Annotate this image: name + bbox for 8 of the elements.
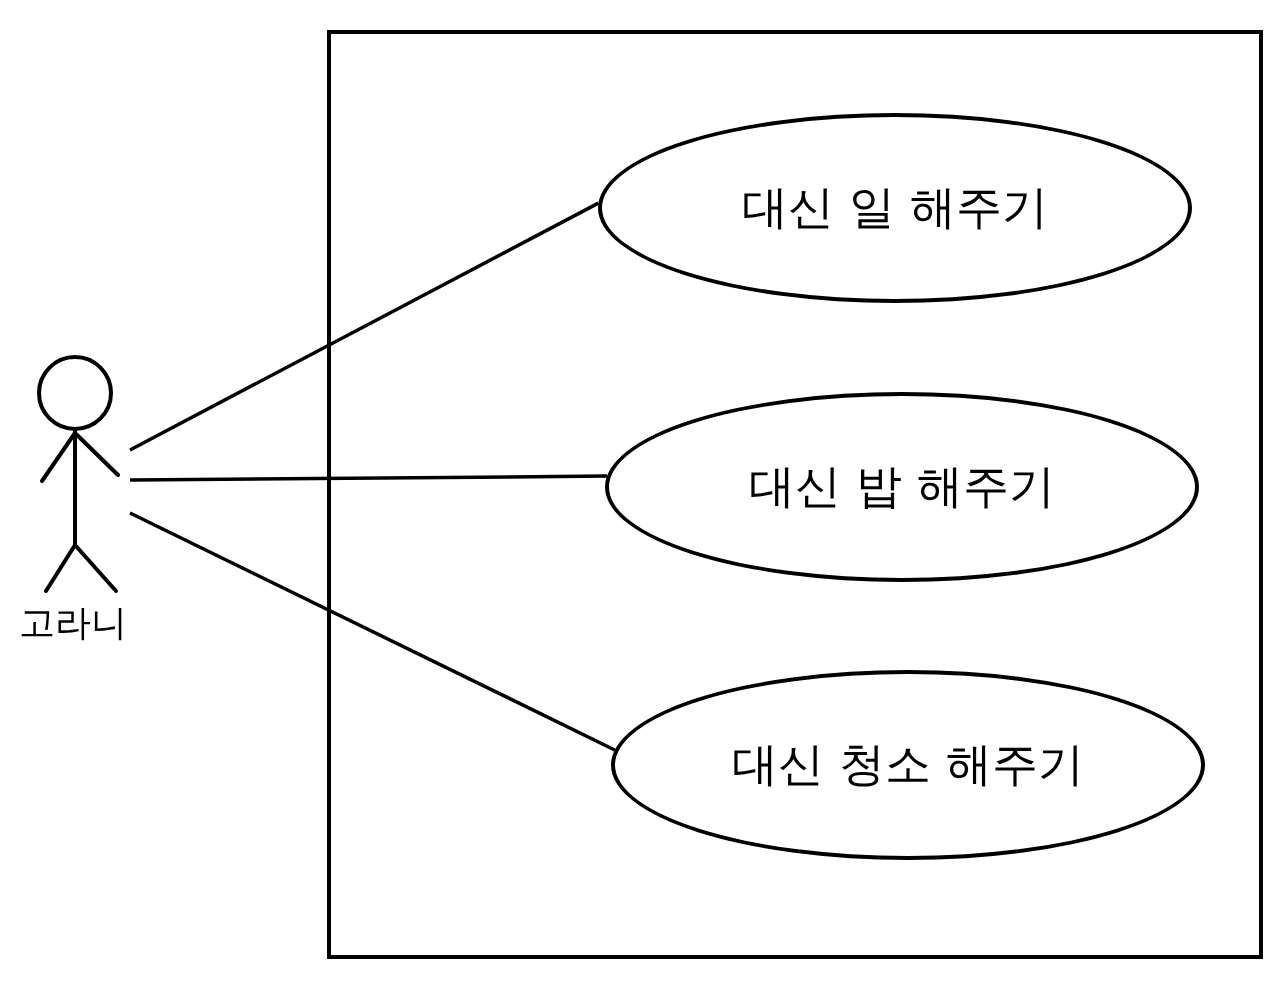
association-line	[129, 511, 616, 752]
use-case-ellipse: 대신 일 해주기	[598, 113, 1192, 303]
use-case-ellipse: 대신 밥 해주기	[605, 392, 1199, 582]
system-boundary	[327, 30, 1263, 959]
use-case-ellipse: 대신 청소 해주기	[611, 670, 1205, 860]
association-line	[129, 201, 600, 452]
actor-label: 고라니	[18, 601, 127, 645]
association-line	[130, 474, 607, 482]
